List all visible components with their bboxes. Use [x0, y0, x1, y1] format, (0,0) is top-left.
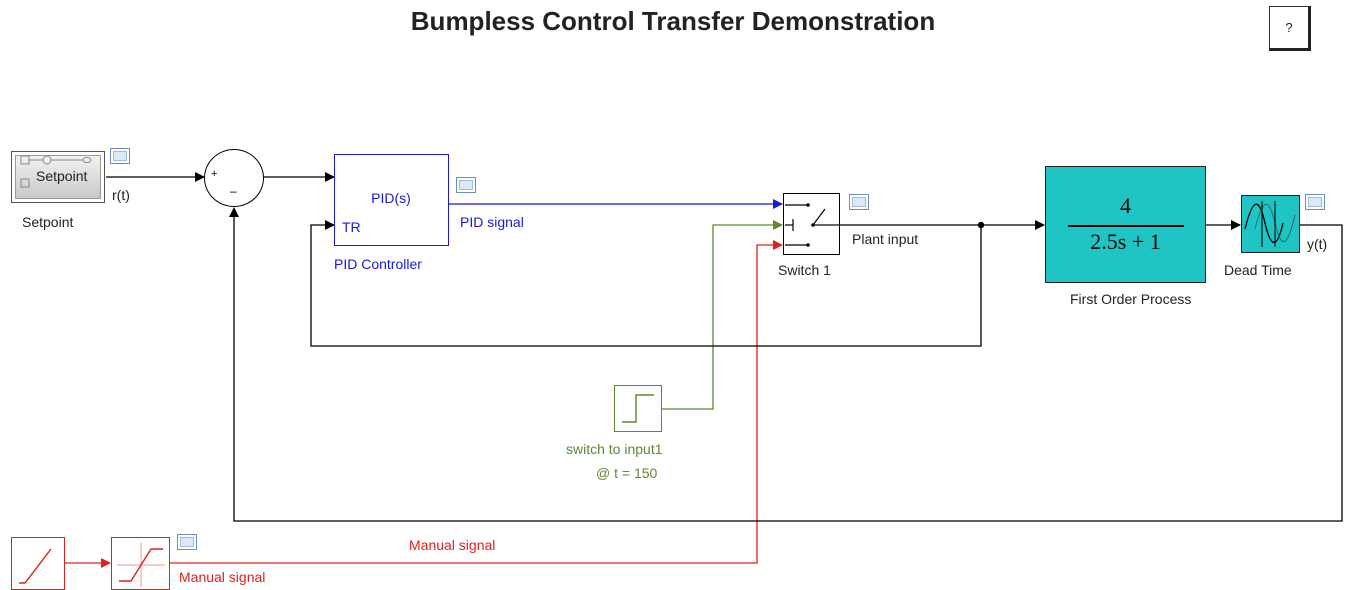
setpoint-viewer-badge[interactable]: [110, 148, 130, 164]
transport-delay-icon: [1244, 201, 1296, 247]
sum-block[interactable]: + –: [204, 149, 264, 207]
step-block[interactable]: [614, 385, 662, 432]
diagram-title: Bumpless Control Transfer Demonstration: [410, 6, 936, 36]
ramp-icon: [19, 548, 52, 584]
step-icon: [622, 394, 654, 423]
sum-plus-sign: +: [211, 168, 218, 180]
step-name-line1: switch to input1: [566, 441, 663, 457]
signal-switch-control[interactable]: [662, 220, 783, 410]
saturation-block[interactable]: [111, 537, 170, 590]
switch-block[interactable]: [783, 193, 840, 255]
signal-feedback[interactable]: [229, 207, 1343, 522]
dead-time-name: Dead Time: [1224, 262, 1292, 278]
setpoint-name: Setpoint: [22, 214, 74, 230]
ramp-block[interactable]: [11, 537, 65, 590]
signal-manual[interactable]: [170, 240, 783, 564]
fraction-bar: [1068, 225, 1184, 227]
help-button[interactable]: ?: [1269, 6, 1311, 51]
first-order-process-name: First Order Process: [1070, 291, 1192, 307]
plant-input-label: Plant input: [852, 231, 919, 247]
pid-controller-block[interactable]: PID(s) TR: [334, 154, 449, 246]
manual-signal-label-bottom: Manual signal: [179, 569, 266, 585]
signal-r-label: r(t): [112, 187, 130, 203]
transfer-function-denominator: 2.5s + 1: [1090, 229, 1161, 254]
pid-controller-name: PID Controller: [334, 256, 422, 272]
pid-inner-label: PID(s): [371, 190, 411, 206]
pid-signal-label: PID signal: [460, 214, 524, 230]
sum-minus-sign: –: [230, 184, 237, 198]
transfer-function-numerator: 4: [1120, 193, 1131, 218]
step-name-line2: @ t = 150: [596, 465, 658, 481]
setpoint-block[interactable]: Setpoint: [11, 151, 105, 203]
signal-tracking[interactable]: [310, 220, 982, 347]
signal-builder-icon: [20, 155, 92, 188]
dead-time-viewer-badge[interactable]: [1305, 194, 1325, 210]
dead-time-block[interactable]: [1241, 195, 1300, 253]
switch-viewer-badge[interactable]: [849, 194, 869, 210]
manual-viewer-badge[interactable]: [177, 534, 197, 550]
output-y-label: y(t): [1307, 236, 1328, 252]
saturation-icon: [117, 543, 165, 587]
manual-signal-label-top: Manual signal: [409, 537, 496, 553]
first-order-process-block[interactable]: 4 2.5s + 1: [1045, 166, 1206, 283]
pid-viewer-badge[interactable]: [456, 177, 476, 193]
switch-name: Switch 1: [778, 262, 831, 278]
pid-tr-port-label: TR: [342, 219, 361, 235]
switch-icon: [785, 203, 839, 247]
setpoint-inner-label: Setpoint: [36, 168, 88, 184]
